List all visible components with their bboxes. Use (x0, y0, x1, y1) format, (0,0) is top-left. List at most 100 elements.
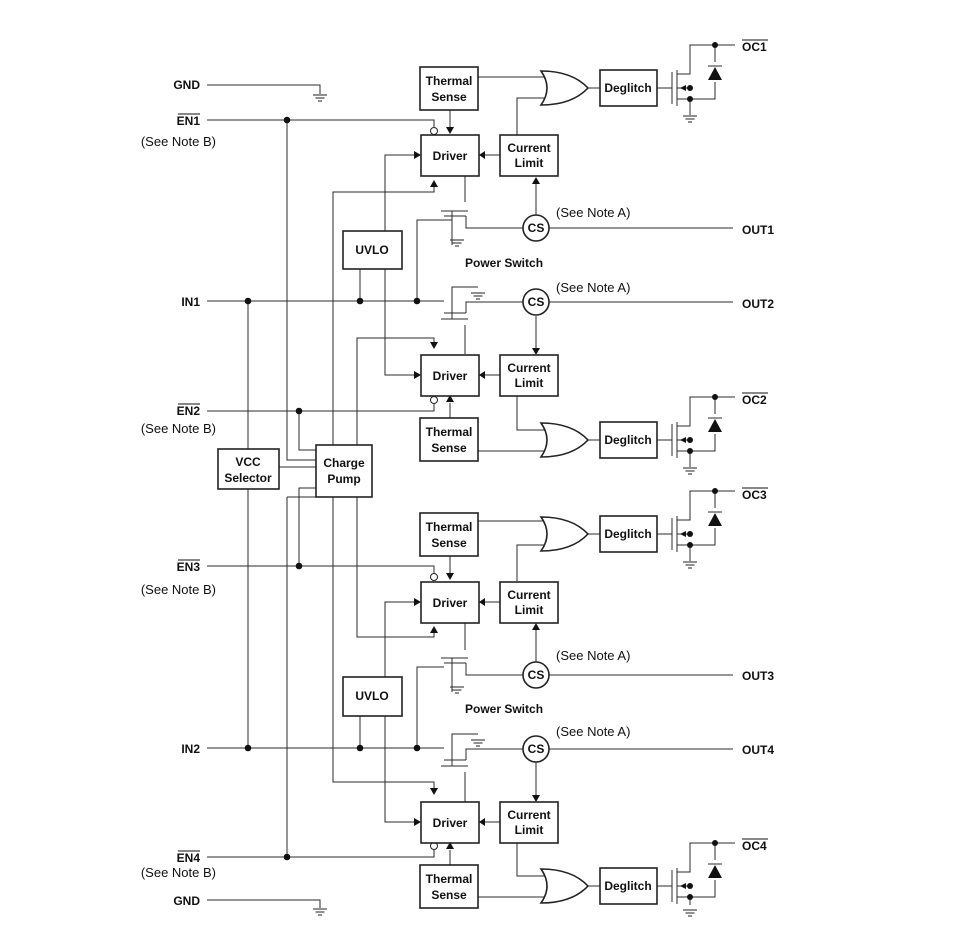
svg-text:Driver: Driver (433, 369, 468, 383)
pin-gnd-top: GND (173, 78, 200, 92)
power-switch-label-2: Power Switch (465, 702, 543, 716)
note-a-2: (See Note A) (556, 280, 630, 295)
pin-oc2: OC2 (742, 393, 767, 407)
pin-in1: IN1 (181, 295, 200, 309)
svg-text:Sense: Sense (431, 888, 467, 902)
pin-en3: EN3 (177, 560, 201, 574)
svg-text:Pump: Pump (327, 472, 360, 486)
svg-text:Sense: Sense (431, 441, 467, 455)
svg-text:Deglitch: Deglitch (604, 433, 651, 447)
svg-text:Deglitch: Deglitch (604, 527, 651, 541)
pin-out2: OUT2 (742, 297, 774, 311)
current-limit-2: Current Limit (499, 354, 559, 397)
cs-4: CS (522, 735, 550, 763)
thermal-sense-4: Thermal Sense (419, 864, 479, 909)
pin-en4: EN4 (177, 851, 201, 865)
uvlo-1: UVLO (342, 230, 403, 270)
driver-input-arrows (414, 151, 438, 826)
or-gate-2 (539, 422, 590, 458)
pin-oc1: OC1 (742, 40, 767, 54)
junction-dots (244, 116, 421, 861)
svg-text:UVLO: UVLO (355, 243, 388, 257)
or-gate-4 (539, 868, 590, 904)
driver-3: Driver (420, 581, 480, 624)
svg-text:Current: Current (507, 141, 550, 155)
oc-stage-1 (655, 42, 735, 123)
driver-1: Driver (420, 134, 480, 177)
pin-en1: EN1 (177, 114, 201, 128)
pin-en2: EN2 (177, 404, 201, 418)
svg-text:Sense: Sense (431, 90, 467, 104)
svg-text:Thermal: Thermal (426, 520, 473, 534)
driver-4: Driver (420, 801, 480, 844)
deglitch-4: Deglitch (599, 867, 658, 905)
svg-text:Driver: Driver (433, 149, 468, 163)
svg-text:Selector: Selector (224, 471, 272, 485)
svg-text:Sense: Sense (431, 536, 467, 550)
cs-2: CS (522, 288, 550, 316)
svg-text:Thermal: Thermal (426, 74, 473, 88)
charge-pump: Charge Pump (315, 444, 373, 498)
vcc-selector: VCC Selector (217, 448, 280, 490)
current-limit-4: Current Limit (499, 801, 559, 844)
svg-text:Current: Current (507, 588, 550, 602)
enable-bubbles (430, 127, 438, 850)
deglitch-1: Deglitch (599, 69, 658, 107)
svg-text:UVLO: UVLO (355, 689, 388, 703)
svg-text:VCC: VCC (235, 455, 261, 469)
channel-2 (430, 286, 733, 452)
pin-out1: OUT1 (742, 223, 774, 237)
pin-oc3: OC3 (742, 488, 767, 502)
driver-2: Driver (420, 354, 480, 397)
svg-text:Limit: Limit (515, 603, 544, 617)
svg-text:Driver: Driver (433, 596, 468, 610)
oc-stage-4 (655, 840, 735, 917)
pin-oc4: OC4 (742, 839, 767, 853)
deglitch-2: Deglitch (599, 421, 658, 459)
pin-gnd-bottom: GND (173, 894, 200, 908)
svg-text:Limit: Limit (515, 156, 544, 170)
cs-1: CS (522, 214, 550, 242)
oc-stage-3 (655, 488, 735, 569)
note-a-4: (See Note A) (556, 724, 630, 739)
svg-text:Driver: Driver (433, 816, 468, 830)
svg-text:CS: CS (528, 295, 545, 309)
current-limit-3: Current Limit (499, 581, 559, 624)
channel-3 (430, 520, 733, 694)
oc-stage-2 (655, 394, 735, 475)
thermal-sense-2: Thermal Sense (419, 417, 479, 462)
svg-text:Thermal: Thermal (426, 425, 473, 439)
uvlo-2: UVLO (342, 676, 403, 717)
pin-in2: IN2 (181, 742, 200, 756)
svg-text:Deglitch: Deglitch (604, 879, 651, 893)
note-b-1: (See Note B) (141, 134, 216, 149)
pin-out4: OUT4 (742, 743, 774, 757)
svg-text:Current: Current (507, 808, 550, 822)
current-limit-1: Current Limit (499, 134, 559, 177)
svg-text:Limit: Limit (515, 376, 544, 390)
note-b-4: (See Note B) (141, 865, 216, 880)
svg-text:Limit: Limit (515, 823, 544, 837)
note-b-3: (See Note B) (141, 582, 216, 597)
or-gate-3 (539, 516, 590, 552)
thermal-sense-1: Thermal Sense (419, 66, 479, 111)
svg-text:CS: CS (528, 742, 545, 756)
pin-out3: OUT3 (742, 669, 774, 683)
svg-text:Charge: Charge (323, 456, 365, 470)
svg-text:CS: CS (528, 221, 545, 235)
cs-3: CS (522, 661, 550, 689)
svg-text:CS: CS (528, 668, 545, 682)
svg-text:Current: Current (507, 361, 550, 375)
left-bus (207, 84, 444, 916)
power-switch-label-1: Power Switch (465, 256, 543, 270)
channel-4 (430, 733, 733, 898)
thermal-sense-3: Thermal Sense (419, 512, 479, 557)
or-gate-1 (539, 70, 590, 106)
deglitch-3: Deglitch (599, 515, 658, 553)
note-a-1: (See Note A) (556, 205, 630, 220)
note-b-2: (See Note B) (141, 421, 216, 436)
svg-text:Thermal: Thermal (426, 872, 473, 886)
svg-text:Deglitch: Deglitch (604, 81, 651, 95)
